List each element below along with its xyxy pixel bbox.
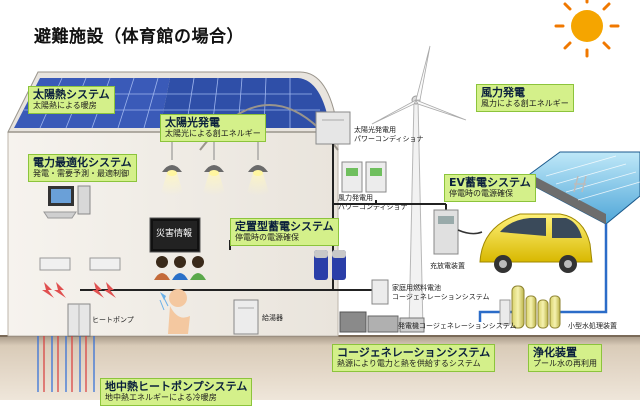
label-solar-heat: 太陽熱システム 太陽熱による暖房 — [28, 86, 115, 114]
pv-conditioner-label: 太陽光発電用 パワーコンディショナ — [354, 126, 424, 144]
wind-conditioner-icon — [341, 161, 387, 193]
wind-sub: 風力による創エネルギー — [481, 99, 569, 108]
shower-person-icon — [159, 289, 190, 334]
charger-icon — [433, 209, 483, 255]
fuel-cell-line2: コージェネレーションシステム — [392, 293, 490, 301]
wind-turbine-icon — [371, 45, 467, 331]
label-geo: 地中熱ヒートポンプシステム 地中熱エネルギーによる冷暖房 — [100, 378, 253, 406]
power-opt-sub: 発電・需要予測・最適制御 — [33, 169, 129, 178]
geo-title: 地中熱ヒートポンプシステム — [105, 380, 248, 393]
label-ev: EV蓄電システム 停電時の電源確保 — [444, 174, 536, 202]
purify-sub: プール水の再利用 — [533, 359, 597, 368]
sun-icon — [554, 0, 620, 58]
label-solar-power: 太陽光発電 太陽光による創エネルギー — [160, 114, 266, 142]
label-cogen: コージェネレーションシステム 熱源により電力と熱を供給するシステム — [332, 344, 496, 372]
power-opt-title: 電力最適化システム — [33, 156, 132, 169]
gas-engine-label: 発電機コージェネレーションシステム — [398, 322, 517, 330]
wind-conditioner-label: 風力発電用 パワーコンディショナ — [338, 194, 408, 212]
fuel-cell-line1: 家庭用燃料電池 — [392, 284, 441, 292]
fuel-cell-icon — [371, 279, 389, 305]
purify-title: 浄化装置 — [533, 346, 577, 359]
cogen-title: コージェネレーションシステム — [337, 346, 491, 359]
solar-heat-title: 太陽熱システム — [33, 88, 110, 101]
purifier-tanks-icon — [499, 285, 561, 329]
heat-pump-label: ヒートポンプ — [92, 316, 134, 324]
label-wind: 風力発電 風力による創エネルギー — [476, 84, 574, 112]
storage-battery-icon — [314, 250, 346, 280]
wind-title: 風力発電 — [481, 86, 525, 99]
geothermal-pipes — [37, 336, 95, 392]
label-storage: 定置型蓄電システム 停電時の電源確保 — [230, 218, 339, 246]
computer-icon — [43, 185, 91, 219]
pool-icon — [529, 151, 640, 225]
cogen-sub: 熱源により電力と熱を供給するシステム — [337, 359, 481, 368]
storage-sub: 停電時の電源確保 — [235, 233, 299, 242]
wind-conditioner-line2: パワーコンディショナ — [338, 203, 408, 211]
disaster-info-label: 災害情報 — [156, 229, 193, 239]
small-water-label: 小型水処理装置 — [568, 322, 617, 330]
air-conditioner-icon — [39, 257, 121, 298]
label-power-opt: 電力最適化システム 発電・需要予測・最適制御 — [28, 154, 137, 182]
fuel-cell-label: 家庭用燃料電池 コージェネレーションシステム — [392, 284, 490, 302]
geo-sub: 地中熱エネルギーによる冷暖房 — [105, 393, 217, 402]
ev-car-icon — [479, 213, 593, 273]
ceiling-lights — [160, 132, 270, 196]
cogen-engine-icon — [339, 311, 425, 333]
disaster-tv-icon — [149, 217, 201, 253]
page-title: 避難施設（体育館の場合） — [34, 27, 244, 47]
solar-heat-sub: 太陽熱による暖房 — [33, 101, 97, 110]
people-icon — [154, 256, 206, 280]
storage-title: 定置型蓄電システム — [235, 220, 334, 233]
solar-power-title: 太陽光発電 — [165, 116, 220, 129]
label-purify: 浄化装置 プール水の再利用 — [528, 344, 602, 372]
pv-conditioner-line2: パワーコンディショナ — [354, 135, 424, 143]
ev-title: EV蓄電システム — [449, 176, 531, 189]
charger-label: 充放電装置 — [430, 262, 465, 270]
water-heater-label: 給湯器 — [262, 314, 283, 322]
heat-pump-icon — [67, 303, 91, 337]
pv-conditioner-icon — [315, 111, 351, 145]
pv-conditioner-line1: 太陽光発電用 — [354, 126, 396, 134]
ev-sub: 停電時の電源確保 — [449, 189, 513, 198]
wind-conditioner-line1: 風力発電用 — [338, 194, 373, 202]
solar-power-sub: 太陽光による創エネルギー — [165, 129, 261, 138]
water-heater-icon — [233, 299, 259, 335]
